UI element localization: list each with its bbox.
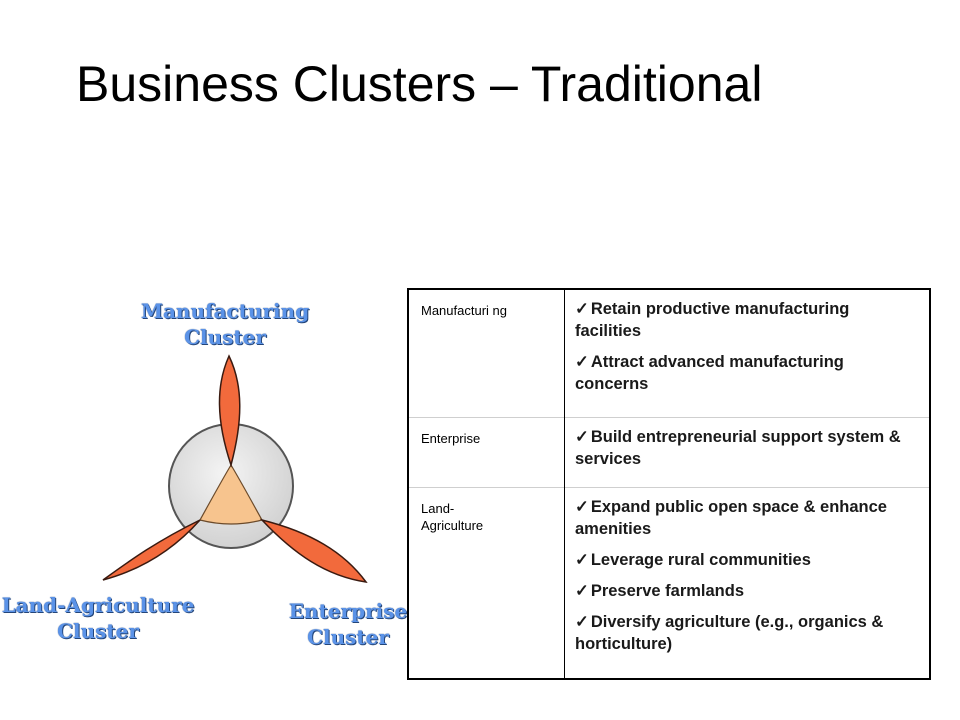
cluster-diagram-graphic — [102, 354, 368, 584]
goal-text: Retain productive manufacturing faciliti… — [575, 300, 850, 340]
enterprise-petal — [259, 518, 368, 584]
goal-item: ✓Build entrepreneurial support system & … — [575, 426, 919, 470]
goal-item: ✓Retain productive manufacturing facilit… — [575, 298, 919, 342]
cluster-goals-table: Manufacturi ng✓Retain productive manufac… — [407, 288, 931, 680]
goal-item: ✓Preserve farmlands — [575, 580, 919, 602]
manufacturing-petal — [218, 354, 241, 468]
cluster-goals-cell: ✓Retain productive manufacturing facilit… — [565, 289, 931, 417]
checkmark-icon: ✓ — [575, 300, 589, 318]
table-row: Land- Agriculture✓Expand public open spa… — [408, 486, 930, 679]
checkmark-icon: ✓ — [575, 427, 589, 446]
goal-text: Build entrepreneurial support system & s… — [575, 427, 901, 468]
cluster-diagram: Manufacturing Cluster Land-Agriculture C… — [0, 280, 410, 680]
goal-item: ✓Expand public open space & enhance amen… — [575, 496, 919, 540]
cluster-name: Manufacturi ng — [421, 303, 507, 318]
table-row: Enterprise ✓Build entrepreneurial support… — [408, 416, 930, 487]
land-agriculture-cluster-label: Land-Agriculture Cluster — [1, 593, 195, 643]
cluster-name-cell: Enterprise — [408, 416, 565, 487]
checkmark-icon: ✓ — [575, 353, 589, 371]
checkmark-icon: ✓ — [575, 550, 589, 569]
checkmark-icon: ✓ — [575, 612, 589, 631]
cluster-goals-cell: ✓Build entrepreneurial support system & … — [564, 416, 930, 487]
checkmark-icon: ✓ — [575, 581, 589, 600]
table-row: Manufacturi ng✓Retain productive manufac… — [408, 289, 930, 417]
goal-item: ✓Diversify agriculture (e.g., organics &… — [575, 611, 919, 655]
slide-title: Business Clusters – Traditional — [76, 56, 763, 112]
goal-text: Expand public open space & enhance ameni… — [575, 497, 887, 538]
goal-text: Diversify agriculture (e.g., organics & … — [575, 612, 884, 653]
goal-text: Preserve farmlands — [590, 581, 745, 600]
cluster-name: Land- Agriculture — [421, 500, 484, 533]
goal-text: Attract advanced manufacturing concerns — [575, 353, 844, 393]
checkmark-icon: ✓ — [575, 497, 589, 516]
cluster-name-cell: Land- Agriculture — [408, 486, 565, 679]
goal-text: Leverage rural communities — [590, 550, 811, 569]
cluster-goals-cell: ✓Expand public open space & enhance amen… — [564, 486, 930, 679]
manufacturing-cluster-label: Manufacturing Cluster — [140, 299, 310, 349]
goal-item: ✓Leverage rural communities — [575, 549, 919, 571]
goal-item: ✓Attract advanced manufacturing concerns — [575, 351, 919, 395]
cluster-name: Enterprise — [421, 430, 481, 446]
cluster-name-cell: Manufacturi ng — [408, 289, 565, 417]
core-triangle — [199, 463, 263, 525]
land-agriculture-petal — [102, 519, 201, 581]
enterprise-cluster-label: Enterprise Cluster — [288, 599, 408, 649]
